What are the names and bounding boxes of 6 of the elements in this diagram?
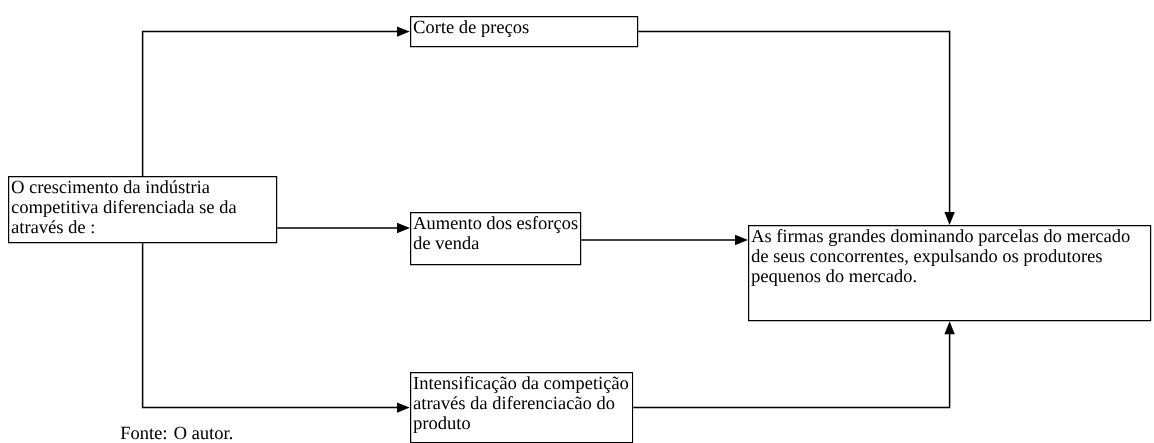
text-box: Intensificação da competição através da diferenciacão do produto	[410, 372, 634, 443]
text-box: Corte de preços	[410, 16, 639, 48]
text-box: As firmas grandes dominando parcelas do mercado de seus concorrentes, expulsando os produtores pequenos do mercado.	[748, 225, 1152, 322]
text-box: Aumento dos esforços de venda	[410, 212, 582, 266]
source-note: Fonte: O autor.	[120, 426, 233, 440]
text-box: O crescimento da indústria competitiva diferenciada se da através de :	[8, 176, 278, 244]
